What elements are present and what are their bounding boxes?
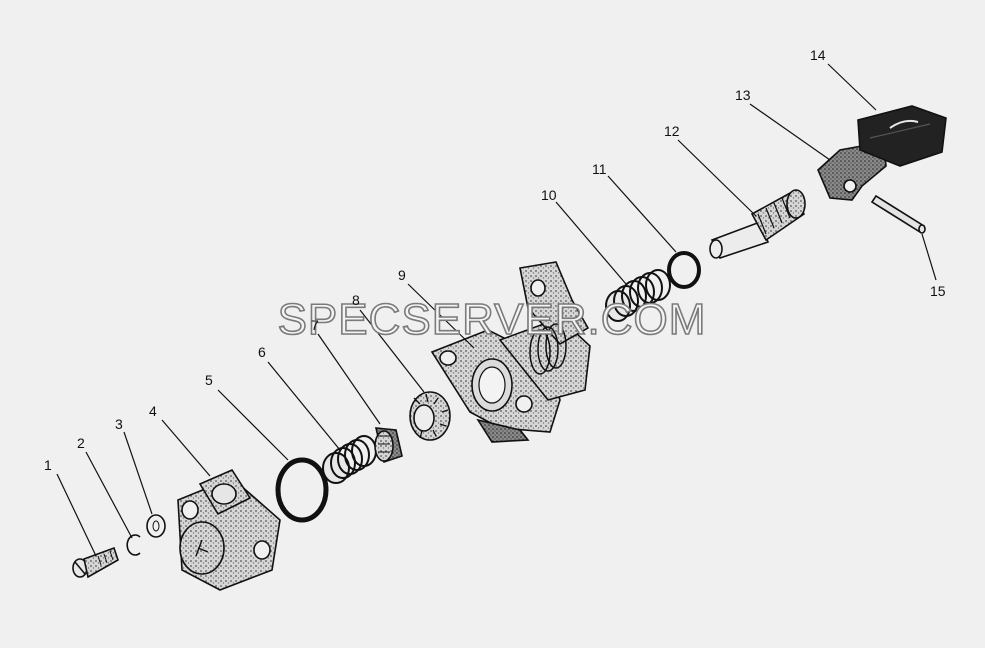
part-11-o-ring	[667, 251, 701, 289]
leader-lines	[56, 63, 937, 557]
label-part-5: 5	[205, 372, 213, 388]
part-5-o-ring	[275, 457, 329, 523]
part-13-lever	[817, 141, 887, 201]
label-part-9: 9	[398, 267, 406, 283]
part-9-housing	[430, 261, 591, 443]
label-part-11: 11	[592, 161, 607, 177]
part-1-screw	[72, 546, 119, 579]
label-part-7: 7	[311, 317, 319, 333]
label-part-8: 8	[352, 292, 360, 308]
label-part-4: 4	[149, 403, 157, 419]
part-12-shaft	[709, 189, 806, 259]
part-3-washer	[146, 514, 166, 538]
label-part-12: 12	[664, 123, 680, 139]
part-14-handle	[857, 105, 947, 167]
part-labels: 1 2 3 4 5 6 7 8 9 10 11 12 13 14 15	[44, 47, 946, 473]
watermark-text: SPECSERVER.COM	[278, 295, 707, 344]
part-8-bearing	[409, 391, 451, 441]
label-part-3: 3	[115, 416, 123, 432]
part-2-lock-washer	[126, 534, 141, 556]
label-part-2: 2	[77, 435, 85, 451]
label-part-6: 6	[258, 344, 266, 360]
part-15-pin	[870, 194, 926, 234]
part-6-spring	[322, 435, 377, 484]
part-10-spring	[605, 269, 671, 322]
label-part-14: 14	[810, 47, 826, 63]
label-part-10: 10	[541, 187, 557, 203]
part-7-cage	[374, 427, 403, 464]
label-part-1: 1	[44, 457, 52, 473]
label-part-15: 15	[930, 283, 946, 299]
label-part-13: 13	[735, 87, 751, 103]
part-4-cover	[177, 468, 281, 591]
